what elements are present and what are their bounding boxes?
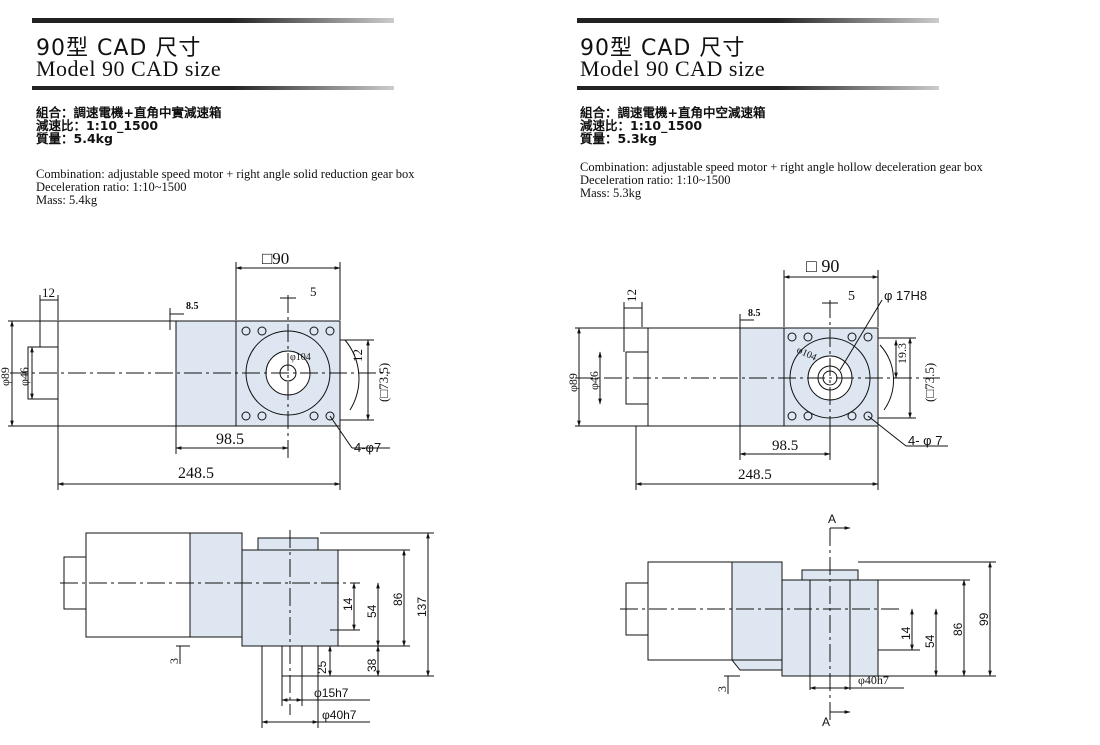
left-spec-mass-en: Mass: 5.4kg xyxy=(36,193,98,207)
left-dim-12: 12 xyxy=(42,285,55,300)
right-dim-73-5: (□73.5) xyxy=(922,363,937,402)
right-dim-248-5: 248.5 xyxy=(738,467,772,483)
left-front-dim-labels: □90 12 8.5 5 φ104 12 (□73.5) φ89 φ46 98.… xyxy=(0,249,391,482)
right-spec-mass-zh: 質量：5.3kg xyxy=(580,131,657,146)
right-mount-holes xyxy=(787,332,873,421)
left-spec-mass-zh: 質量：5.4kg xyxy=(36,131,113,146)
right-spec-mass-en: Mass: 5.3kg xyxy=(580,186,642,200)
left-dim-73-5: (□73.5) xyxy=(376,363,391,402)
left-spec-ratio-zh: 減速比：1:10_1500 xyxy=(36,118,159,133)
right-spec-ratio-zh: 減速比：1:10_1500 xyxy=(580,118,703,133)
right-dim-phi89: φ89 xyxy=(566,373,580,392)
left-dim-phi104: φ104 xyxy=(290,352,311,363)
right-spec-combination-en: Combination: adjustable speed motor + ri… xyxy=(580,160,983,174)
right-specs-zh: 組合：調速電機+直角中空減速箱 減速比：1:10_1500 質量：5.3kg xyxy=(580,106,765,145)
left-dim-54: 54 xyxy=(365,604,379,618)
left-front-view xyxy=(8,262,390,490)
left-mount-holes xyxy=(241,326,335,421)
left-dim-25: 25 xyxy=(315,660,329,674)
left-specs-zh: 組合：調速電機+直角中實減速箱 減速比：1:10_1500 質量：5.4kg xyxy=(36,106,221,145)
right-front-view xyxy=(575,270,948,490)
right-spec-ratio-en: Deceleration ratio: 1:10~1500 xyxy=(580,173,731,187)
left-dim-5: 5 xyxy=(310,284,317,299)
right-dim-54: 54 xyxy=(923,634,937,648)
right-section-a-bottom: A xyxy=(822,715,830,729)
right-dim-86: 86 xyxy=(951,622,965,636)
right-dim-19-3: 19.3 xyxy=(895,343,909,364)
right-dim-holes: 4- φ 7 xyxy=(908,433,942,448)
left-specs-en: Combination: adjustable speed motor + ri… xyxy=(36,168,415,207)
right-dim-square: □ 90 xyxy=(806,256,839,276)
right-title-rule-bottom xyxy=(577,86,939,90)
left-dim-holes: 4-φ7 xyxy=(354,440,381,455)
left-dim-square: □90 xyxy=(262,249,289,268)
left-dim-12v: 12 xyxy=(350,349,365,362)
left-dim-14: 14 xyxy=(341,597,355,611)
left-spec-combination-zh: 組合：調速電機+直角中實減速箱 xyxy=(36,105,222,120)
right-dim-phi40: φ40h7 xyxy=(858,673,889,687)
right-spec-combination-zh: 組合：調速電機+直角中空減速箱 xyxy=(580,105,766,120)
right-side-dim-labels: A A 14 54 86 99 3 φ40h7 xyxy=(715,512,991,729)
right-section-a-top: A xyxy=(828,512,836,526)
right-dim-12: 12 xyxy=(624,289,639,302)
right-title-zh: 90型 CAD 尺寸 xyxy=(580,36,746,61)
left-dim-98-5: 98.5 xyxy=(216,431,244,448)
left-side-view xyxy=(60,530,434,728)
left-title-rule-bottom xyxy=(32,86,394,90)
left-title-zh: 90型 CAD 尺寸 xyxy=(36,36,202,61)
right-title-rule-top xyxy=(577,18,939,23)
right-dim-5: 5 xyxy=(848,289,855,304)
right-dim-99: 99 xyxy=(977,612,991,626)
left-title-en: Model 90 CAD size xyxy=(36,56,222,81)
left-dim-137: 137 xyxy=(415,597,429,617)
left-dim-phi15: φ15h7 xyxy=(314,686,349,700)
left-dim-38: 38 xyxy=(365,658,379,672)
right-dim-3: 3 xyxy=(715,686,729,692)
left-dim-phi46: φ46 xyxy=(17,367,31,386)
left-title-rule-top xyxy=(32,18,394,23)
left-dim-phi40: φ40h7 xyxy=(322,708,357,722)
left-dim-3: 3 xyxy=(167,658,181,664)
left-dim-86: 86 xyxy=(391,592,405,606)
right-dim-14: 14 xyxy=(899,626,913,640)
left-dim-8-5: 8.5 xyxy=(186,301,199,312)
left-dim-phi89: φ89 xyxy=(0,367,12,386)
right-dim-phi46: φ46 xyxy=(587,371,601,390)
left-spec-ratio-en: Deceleration ratio: 1:10~1500 xyxy=(36,180,187,194)
left-side-dim-labels: 14 54 86 137 3 25 38 φ15h7 φ40h7 xyxy=(167,592,429,722)
right-dim-98-5: 98.5 xyxy=(772,438,798,454)
right-side-view xyxy=(620,526,996,722)
left-dim-248-5: 248.5 xyxy=(178,465,214,482)
left-spec-combination-en: Combination: adjustable speed motor + ri… xyxy=(36,167,415,181)
right-dim-phi17: φ 17H8 xyxy=(884,288,927,303)
right-title-en: Model 90 CAD size xyxy=(580,56,766,81)
right-dim-8-5: 8.5 xyxy=(748,308,761,319)
right-specs-en: Combination: adjustable speed motor + ri… xyxy=(580,161,983,200)
